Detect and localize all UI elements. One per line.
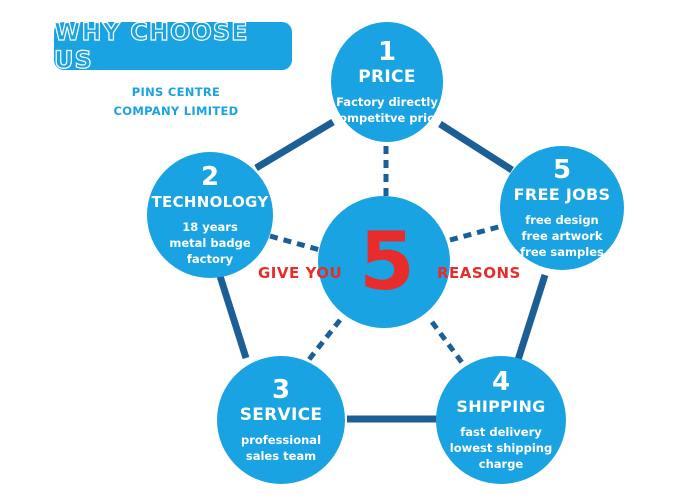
reason-line: lowest shipping bbox=[449, 441, 553, 455]
reason-line: professional bbox=[240, 433, 322, 447]
reason-line: fast delivery bbox=[460, 425, 542, 439]
reason-line: metal badge bbox=[169, 236, 251, 250]
reason-heading: PRICE bbox=[358, 67, 416, 87]
reason-line: Factory directly bbox=[336, 95, 438, 109]
reason-line: free design bbox=[525, 213, 599, 227]
reason-node-free-jobs: 5 FREE JOBS free design free artwork fre… bbox=[500, 146, 624, 270]
reason-node-technology: 2 TECHNOLOGY 18 years metal badge factor… bbox=[147, 152, 273, 278]
spoke-2 bbox=[269, 233, 321, 253]
center-right-text: REASONS bbox=[437, 264, 521, 282]
reason-line: factory bbox=[186, 252, 234, 266]
reason-number: 1 bbox=[377, 37, 397, 67]
connector-5-4 bbox=[514, 273, 549, 362]
reason-number: 2 bbox=[200, 162, 220, 192]
reason-heading: TECHNOLOGY bbox=[151, 193, 269, 211]
spoke-4 bbox=[429, 320, 469, 370]
reason-node-shipping: 4 SHIPPING fast delivery lowest shipping… bbox=[436, 356, 566, 484]
connector-2-1 bbox=[254, 118, 335, 172]
connector-3-2 bbox=[216, 274, 250, 360]
company-line-1: PINS CENTRE bbox=[131, 85, 221, 99]
connector-1-5 bbox=[438, 121, 514, 173]
reason-line: free samples bbox=[520, 245, 604, 259]
reason-line: 18 years bbox=[182, 220, 238, 234]
reason-number: 4 bbox=[491, 367, 511, 397]
reason-number: 3 bbox=[271, 375, 291, 405]
page-title: WHY CHOOSE US bbox=[53, 17, 249, 74]
reason-line: sales team bbox=[245, 449, 317, 463]
center-circle bbox=[318, 196, 450, 328]
reason-heading: SERVICE bbox=[239, 405, 323, 425]
reason-heading: FREE JOBS bbox=[513, 185, 611, 204]
company-name: PINS CENTRE COMPANY LIMITED bbox=[96, 83, 256, 121]
reason-line: charge bbox=[478, 457, 524, 471]
reason-heading: SHIPPING bbox=[456, 397, 546, 416]
reason-line: free artwork bbox=[521, 229, 603, 243]
company-line-2: COMPANY LIMITED bbox=[113, 104, 239, 118]
reason-node-service: 3 SERVICE professional sales team bbox=[217, 356, 345, 484]
spoke-3 bbox=[302, 318, 342, 368]
reason-number: 5 bbox=[552, 155, 572, 185]
title-banner: WHY CHOOSE US bbox=[53, 17, 292, 75]
reason-node-price: 1 PRICE Factory directly competitve pric… bbox=[331, 22, 443, 142]
spoke-5 bbox=[449, 223, 503, 243]
reason-line: competitve price bbox=[332, 111, 442, 125]
center-number: 5 bbox=[359, 215, 415, 308]
center-left-text: GIVE YOU bbox=[258, 264, 343, 282]
